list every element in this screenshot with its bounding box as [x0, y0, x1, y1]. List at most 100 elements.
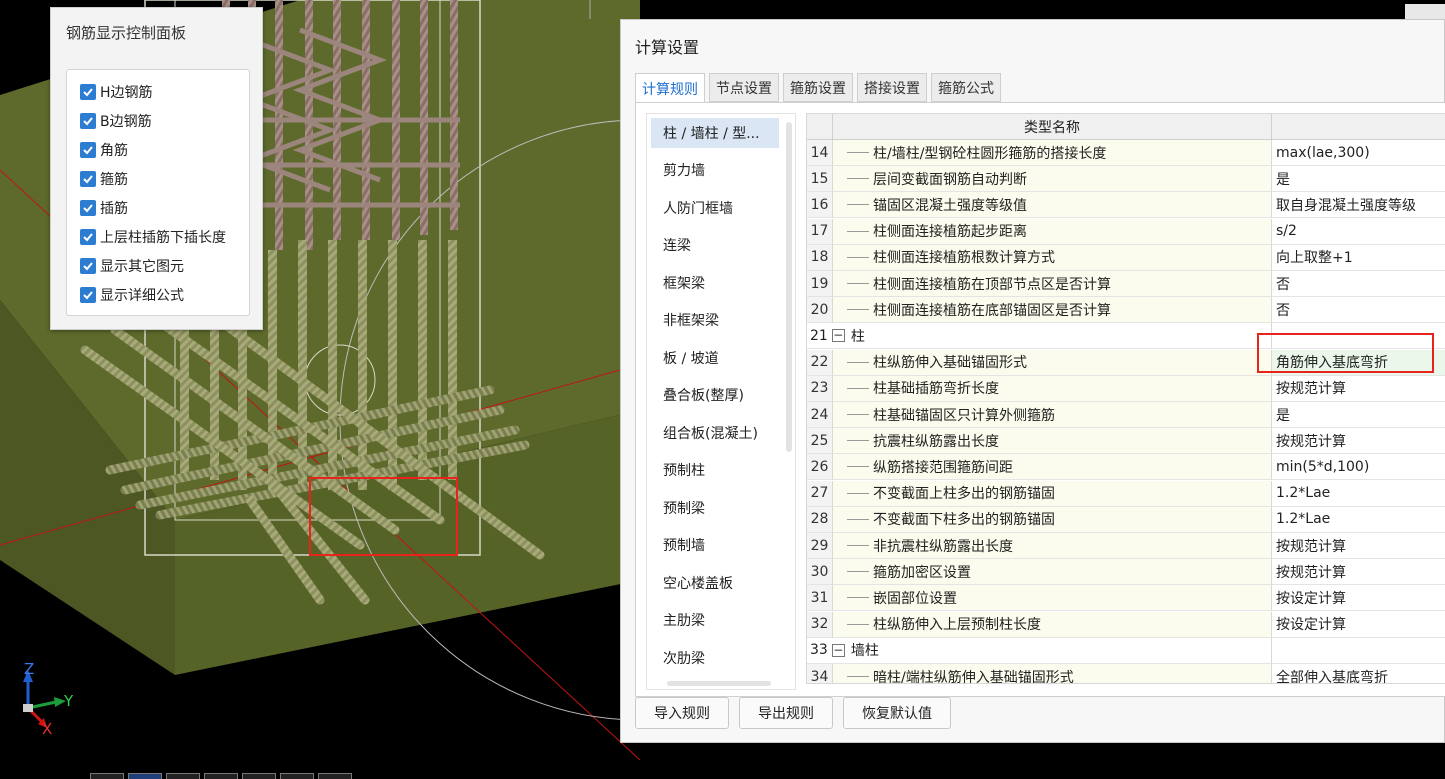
collapse-icon[interactable]: − — [831, 328, 845, 343]
view-tab[interactable] — [128, 773, 162, 779]
type-name-label: 柱侧面连接植筋根数计算方式 — [873, 250, 1055, 267]
checkbox-checked-icon[interactable] — [80, 287, 96, 303]
value-cell[interactable]: 按规范计算 — [1272, 375, 1445, 402]
value-cell[interactable]: 取自身混凝土强度等级 — [1272, 192, 1445, 219]
checkbox-checked-icon[interactable] — [80, 258, 96, 274]
value-cell[interactable] — [1272, 637, 1445, 664]
category-item[interactable]: 主肋梁 — [663, 613, 705, 629]
checkbox-stirrup[interactable]: 箍筋 — [80, 169, 128, 189]
category-item[interactable]: 框架梁 — [663, 276, 705, 292]
value-cell[interactable]: 是 — [1272, 166, 1445, 193]
view-tab[interactable] — [204, 773, 238, 779]
tab-calc-rules[interactable]: 计算规则 — [635, 73, 705, 104]
category-item[interactable]: 预制墙 — [663, 538, 705, 554]
value-cell[interactable] — [1272, 323, 1445, 350]
checkbox-label: 上层柱插筋下插长度 — [100, 230, 226, 246]
collapse-icon[interactable]: − — [831, 642, 845, 657]
category-item[interactable]: 叠合板(整厚) — [663, 388, 744, 404]
category-item[interactable]: 板 / 坡道 — [663, 351, 719, 367]
checkbox-corner-rebar[interactable]: 角筋 — [80, 140, 128, 160]
category-hscrollbar[interactable] — [667, 681, 771, 686]
value-cell[interactable]: 按规范计算 — [1272, 559, 1445, 586]
checkbox-h-rebar[interactable]: H边钢筋 — [80, 82, 153, 102]
checkbox-show-other[interactable]: 显示其它图元 — [80, 256, 184, 276]
export-rules-button[interactable]: 导出规则 — [739, 697, 833, 729]
tab-node-settings[interactable]: 节点设置 — [709, 73, 779, 102]
category-item[interactable]: 剪力墙 — [663, 163, 705, 179]
group-cell: 21−柱 — [807, 323, 1272, 350]
tree-line — [847, 256, 869, 258]
view-tab[interactable] — [280, 773, 314, 779]
checkbox-checked-icon[interactable] — [80, 113, 96, 129]
category-item[interactable]: 组合板(混凝土) — [663, 426, 758, 442]
checkbox-dowel[interactable]: 插筋 — [80, 198, 128, 218]
checkbox-checked-icon[interactable] — [80, 200, 96, 216]
value-cell[interactable]: 按设定计算 — [1272, 585, 1445, 612]
type-name-label: 箍筋加密区设置 — [873, 564, 971, 581]
value-cell[interactable]: 是 — [1272, 402, 1445, 428]
value-cell[interactable]: 1.2*Lae — [1272, 480, 1445, 507]
axis-z-label: Z — [24, 660, 35, 678]
view-tab[interactable] — [90, 773, 124, 779]
view-tab[interactable] — [166, 773, 200, 779]
table-group-row[interactable]: 21−柱 — [807, 323, 1445, 350]
tab-lap-settings[interactable]: 搭接设置 — [857, 73, 927, 102]
value-cell[interactable]: 按规范计算 — [1272, 533, 1445, 559]
view-tab[interactable] — [318, 773, 352, 779]
value-cell[interactable]: 否 — [1272, 271, 1445, 297]
value-cell[interactable]: max(lae,300) — [1272, 140, 1445, 166]
checkbox-checked-icon[interactable] — [80, 229, 96, 245]
table-group-row[interactable]: 33−墙柱 — [807, 637, 1445, 664]
view-tabs — [90, 773, 356, 779]
window-control[interactable] — [1405, 4, 1445, 19]
tab-stirrup-settings[interactable]: 箍筋设置 — [783, 73, 853, 102]
value-cell[interactable]: s/2 — [1272, 218, 1445, 245]
view-tab[interactable] — [242, 773, 276, 779]
checkbox-checked-icon[interactable] — [80, 142, 96, 158]
category-item[interactable]: 预制柱 — [663, 463, 705, 479]
value-cell[interactable]: 全部伸入基底弯折 — [1272, 664, 1445, 683]
category-item[interactable]: 连梁 — [663, 238, 691, 254]
category-item[interactable]: 次肋梁 — [663, 651, 705, 667]
category-item[interactable]: 预制梁 — [663, 501, 705, 517]
value-cell[interactable]: min(5*d,100) — [1272, 454, 1445, 481]
checkbox-checked-icon[interactable] — [80, 84, 96, 100]
restore-default-button[interactable]: 恢复默认值 — [843, 697, 951, 729]
checkbox-show-formula[interactable]: 显示详细公式 — [80, 285, 184, 305]
row-number: 27 — [807, 480, 833, 507]
value-cell[interactable]: 按规范计算 — [1272, 428, 1445, 455]
category-item[interactable]: 空心楼盖板 — [663, 576, 733, 592]
value-cell[interactable]: 向上取整+1 — [1272, 244, 1445, 271]
category-item[interactable]: 非框架梁 — [663, 313, 719, 329]
checkbox-label: H边钢筋 — [100, 85, 153, 101]
category-item[interactable]: 柱 / 墙柱 / 型... — [651, 118, 779, 148]
checkbox-b-rebar[interactable]: B边钢筋 — [80, 111, 152, 131]
category-item[interactable]: 人防门框墙 — [663, 201, 733, 217]
checkbox-checked-icon[interactable] — [80, 171, 96, 187]
value-cell[interactable]: 按设定计算 — [1272, 611, 1445, 638]
import-rules-button[interactable]: 导入规则 — [635, 697, 729, 729]
tab-stirrup-formula[interactable]: 箍筋公式 — [931, 73, 1001, 102]
value-cell[interactable]: 1.2*Lae — [1272, 506, 1445, 533]
category-scrollbar[interactable] — [786, 122, 792, 452]
checkbox-upper-dowel-length[interactable]: 上层柱插筋下插长度 — [80, 227, 226, 247]
value-cell[interactable]: 否 — [1272, 297, 1445, 324]
